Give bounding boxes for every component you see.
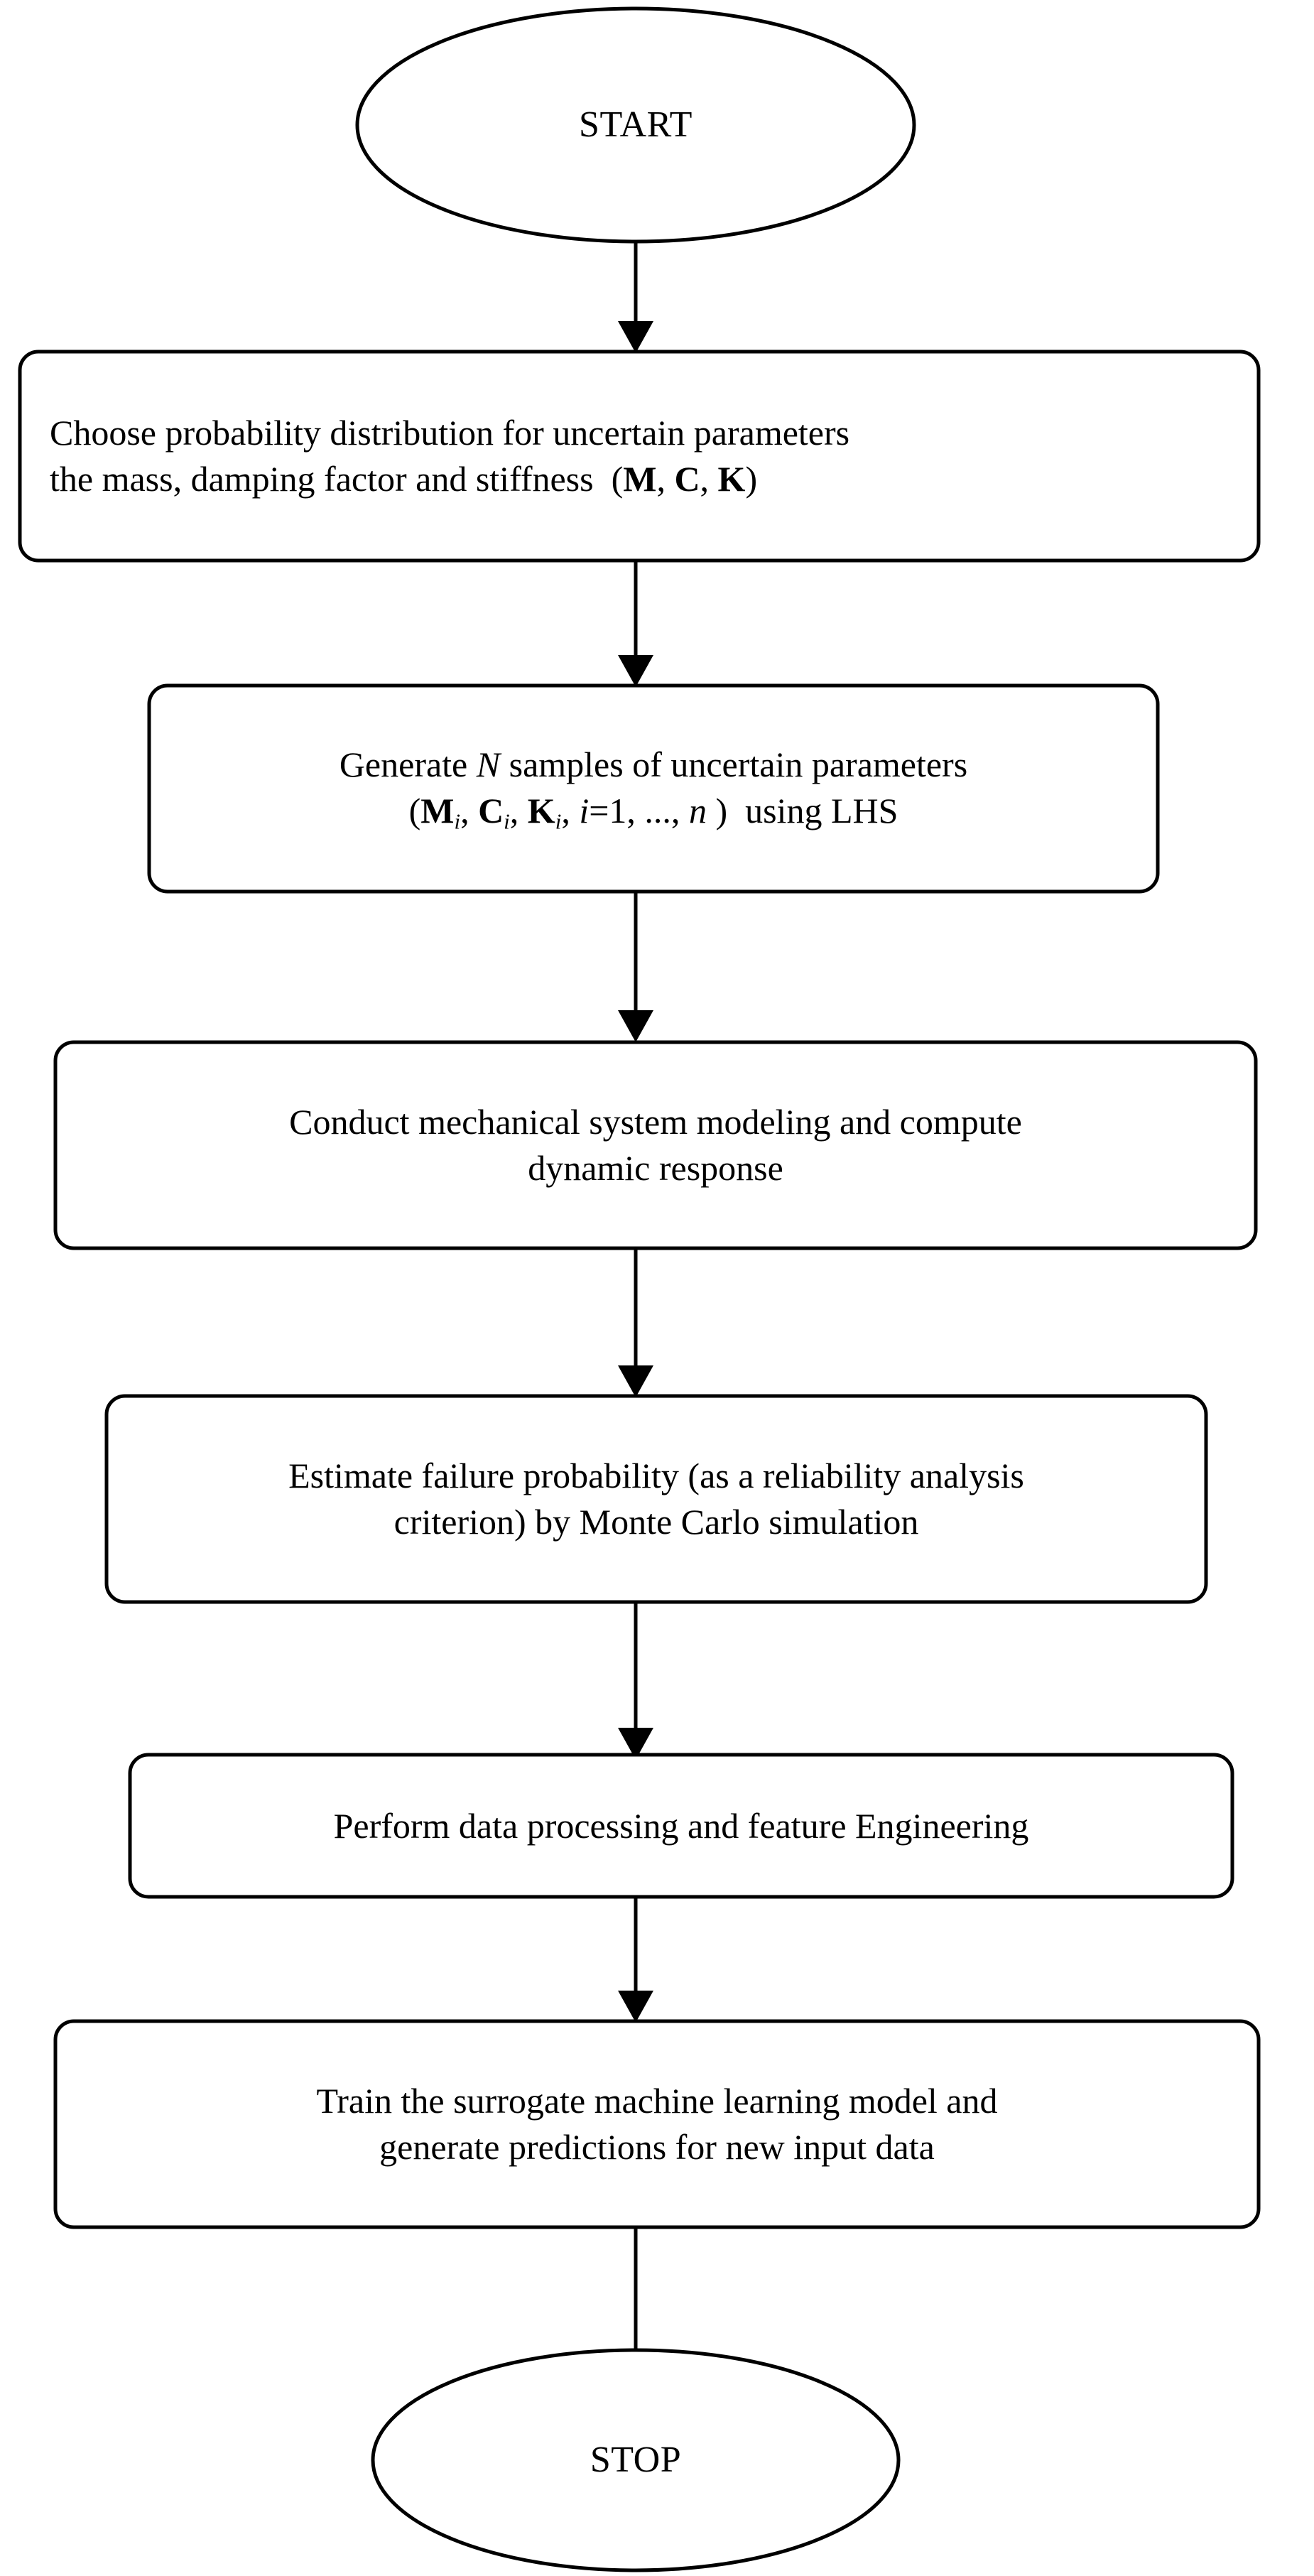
arrow-head-icon [618,321,653,353]
node-conduct-modeling-shape[interactable] [53,1040,1258,1250]
node-choose-distribution-shape[interactable] [18,350,1261,563]
connector-choose-to-generate [618,561,653,687]
node-generate-samples-shape[interactable] [147,683,1160,894]
node-estimate-failure-shape[interactable] [104,1394,1208,1604]
node-start-shape[interactable] [355,6,916,244]
node-stop-shape[interactable] [371,2348,901,2572]
arrow-head-icon [618,1010,653,1042]
arrow-head-icon [618,655,653,687]
connector-conduct-to-estimate [618,1248,653,1397]
arrow-head-icon [618,1991,653,2023]
node-train-surrogate-shape[interactable] [53,2019,1261,2229]
arrow-head-icon [618,1728,653,1760]
node-data-processing-shape[interactable] [128,1753,1234,1899]
connector-estimate-to-processing [618,1602,653,1760]
connector-processing-to-train [618,1897,653,2023]
connector-start-to-choose [618,242,653,353]
arrow-head-icon [618,1365,653,1397]
connector-generate-to-conduct [618,892,653,1042]
